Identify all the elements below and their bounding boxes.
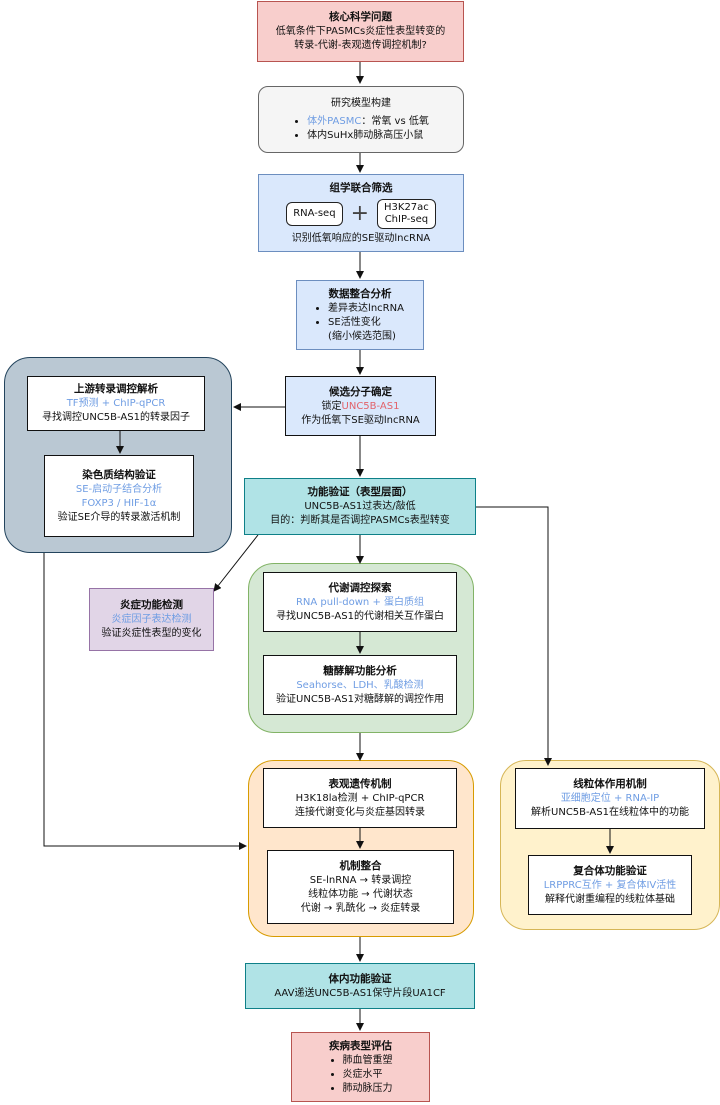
integration-item-diff: 差异表达lncRNA (328, 302, 404, 316)
candidate-line2: 作为低氧下SE驱动lncRNA (301, 414, 420, 426)
mechanism-title: 机制整合 (339, 859, 382, 872)
complex-highlight: LRPPRC互作 + 复合体IV活性 (543, 879, 677, 891)
glycolysis-desc: 验证UNC5B-AS1对糖酵解的调控作用 (276, 693, 444, 705)
model-item-in-vitro: 体外PASMC：常氧 vs 低氧 (307, 115, 429, 129)
core-question-line1: 低氧条件下PASMCs炎症性表型转变的 (275, 26, 446, 37)
omics-title: 组学联合筛选 (329, 181, 393, 194)
rnaseq-chip: RNA-seq (286, 201, 343, 226)
epigenetic-title: 表观遗传机制 (328, 777, 392, 790)
integration-list: 差异表达lncRNA SE活性变化 (缩小候选范围) (316, 302, 404, 344)
chromatin-highlight1: SE-启动子结合分析 (75, 483, 163, 495)
epigenetic-line2: 连接代谢变化与炎症基因转录 (295, 806, 425, 818)
complex-desc: 解释代谢重编程的线粒体基础 (545, 893, 675, 905)
invivo-title: 体内功能验证 (328, 972, 392, 985)
model-list: 体外PASMC：常氧 vs 低氧 体内SuHx肺动脉高压小鼠 (293, 115, 429, 143)
functional-line2: 目的：判断其是否调控PASMCs表型转变 (270, 515, 450, 526)
complex-box: 复合体功能验证 LRPPRC互作 + 复合体IV活性 解释代谢重编程的线粒体基础 (528, 855, 692, 915)
chromatin-desc: 验证SE介导的转录激活机制 (57, 511, 181, 523)
mechanism-box: 机制整合 SE-lnRNA → 转录调控 线粒体功能 → 代谢状态 代谢 → 乳… (267, 850, 454, 924)
omics-caption: 识别低氧响应的SE驱动lncRNA (291, 232, 431, 244)
integration-title: 数据整合分析 (328, 287, 392, 300)
disease-list: 肺血管重塑 炎症水平 肺动脉压力 (329, 1054, 393, 1096)
functional-line1: UNC5B-AS1过表达/敲低 (304, 501, 416, 512)
model-box: 研究模型构建 体外PASMC：常氧 vs 低氧 体内SuHx肺动脉高压小鼠 (258, 86, 464, 153)
inflammation-title: 炎症功能检测 (120, 599, 183, 611)
mito-title: 线粒体作用机制 (573, 778, 647, 790)
integration-item-note: (缩小候选范围) (328, 330, 396, 342)
metabolic-highlight: RNA pull-down + 蛋白质组 (295, 596, 425, 608)
invivo-line1: AAV递送UNC5B-AS1保守片段UA1CF (274, 987, 446, 999)
plus-icon: + (350, 200, 369, 226)
model-title: 研究模型构建 (331, 97, 391, 109)
upstream-highlight: TF预测 + ChIP-qPCR (66, 398, 166, 409)
upstream-title: 上游转录调控解析 (74, 383, 158, 395)
mito-desc: 解析UNC5B-AS1在线粒体中的功能 (531, 807, 689, 818)
core-question-box: 核心科学问题 低氧条件下PASMCs炎症性表型转变的 转录-代谢-表观遗传调控机… (257, 1, 464, 62)
integration-item-se: SE活性变化 (328, 316, 404, 330)
upstream-desc: 寻找调控UNC5B-AS1的转录因子 (42, 412, 190, 423)
arrow-functional-to-mito (476, 506, 552, 766)
mito-highlight: 亚细胞定位 + RNA-IP (560, 793, 660, 804)
metabolic-box: 代谢调控探索 RNA pull-down + 蛋白质组 寻找UNC5B-AS1的… (263, 572, 457, 632)
invivo-box: 体内功能验证 AAV递送UNC5B-AS1保守片段UA1CF (245, 963, 475, 1009)
disease-title: 疾病表型评估 (329, 1039, 392, 1052)
integration-box: 数据整合分析 差异表达lncRNA SE活性变化 (缩小候选范围) (296, 280, 424, 350)
functional-box: 功能验证（表型层面） UNC5B-AS1过表达/敲低 目的：判断其是否调控PAS… (244, 478, 476, 535)
model-item-in-vivo: 体内SuHx肺动脉高压小鼠 (307, 129, 429, 143)
arrow-functional-to-inflammation (213, 534, 259, 592)
arrow-upstream-to-epigenetic (43, 553, 247, 850)
chromatin-highlight2: FOXP3 / HIF-1α (81, 497, 157, 509)
disease-box: 疾病表型评估 肺血管重塑 炎症水平 肺动脉压力 (291, 1032, 430, 1102)
glycolysis-box: 糖酵解功能分析 Seahorse、LDH、乳酸检测 验证UNC5B-AS1对糖酵… (263, 655, 457, 715)
mito-box: 线粒体作用机制 亚细胞定位 + RNA-IP 解析UNC5B-AS1在线粒体中的… (515, 768, 705, 829)
mechanism-line2: 线粒体功能 → 代谢状态 (308, 888, 413, 900)
inflammation-highlight: 炎症因子表达检测 (111, 614, 192, 625)
candidate-title: 候选分子确定 (329, 385, 392, 398)
metabolic-desc: 寻找UNC5B-AS1的代谢相关互作蛋白 (276, 610, 444, 622)
chipseq-chip: H3K27ac ChIP-seq (377, 198, 436, 229)
candidate-box: 候选分子确定 锁定UNC5B-AS1 作为低氧下SE驱动lncRNA (285, 376, 436, 436)
upstream-box: 上游转录调控解析 TF预测 + ChIP-qPCR 寻找调控UNC5B-AS1的… (27, 376, 205, 431)
chromatin-title: 染色质结构验证 (82, 468, 156, 481)
mechanism-line3: 代谢 → 乳酰化 → 炎症转录 (300, 902, 421, 914)
metabolic-title: 代谢调控探索 (328, 581, 392, 594)
mechanism-line1: SE-lnRNA → 转录调控 (309, 874, 412, 886)
chromatin-box: 染色质结构验证 SE-启动子结合分析 FOXP3 / HIF-1α 验证SE介导… (44, 455, 194, 537)
functional-title: 功能验证（表型层面） (307, 486, 413, 498)
disease-item-remodeling: 肺血管重塑 (343, 1054, 393, 1068)
inflammation-box: 炎症功能检测 炎症因子表达检测 验证炎症性表型的变化 (89, 588, 214, 651)
glycolysis-title: 糖酵解功能分析 (323, 664, 397, 677)
complex-title: 复合体功能验证 (573, 864, 647, 877)
inflammation-desc: 验证炎症性表型的变化 (101, 628, 202, 639)
epigenetic-box: 表观遗传机制 H3K18la检测 + ChIP-qPCR 连接代谢变化与炎症基因… (263, 768, 457, 828)
core-question-line2: 转录-代谢-表观遗传调控机制? (294, 40, 427, 51)
disease-item-inflammation: 炎症水平 (343, 1068, 393, 1082)
omics-box: 组学联合筛选 RNA-seq + H3K27ac ChIP-seq 识别低氧响应… (258, 174, 464, 252)
epigenetic-line1: H3K18la检测 + ChIP-qPCR (295, 792, 425, 804)
omics-methods: RNA-seq + H3K27ac ChIP-seq (286, 198, 436, 229)
glycolysis-highlight: Seahorse、LDH、乳酸检测 (296, 679, 424, 691)
candidate-line1: 锁定UNC5B-AS1 (321, 400, 400, 412)
disease-item-pressure: 肺动脉压力 (343, 1082, 393, 1096)
core-question-title: 核心科学问题 (329, 11, 392, 23)
